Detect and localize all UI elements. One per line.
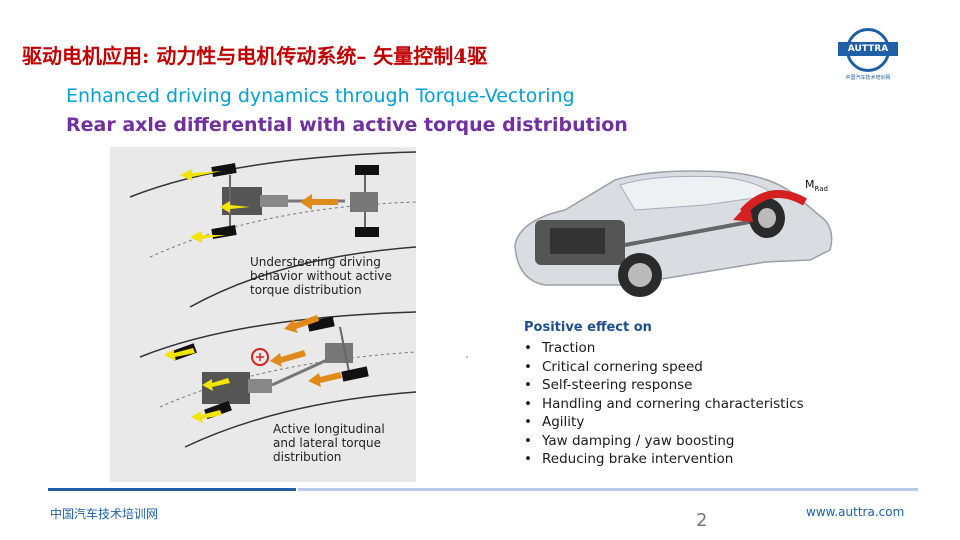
- subtitle-torque-vectoring: Enhanced driving dynamics through Torque…: [66, 85, 575, 107]
- list-item: •Critical cornering speed: [524, 358, 804, 377]
- footer-rule-dark: [48, 488, 296, 491]
- caption-line: Active longitudinal: [273, 422, 385, 436]
- orange-arrow: [300, 194, 338, 210]
- bullet-icon: •: [524, 339, 542, 358]
- list-item: •Traction: [524, 339, 804, 358]
- bullet-icon: •: [524, 395, 542, 414]
- logo-name: AUTTRA: [838, 42, 898, 56]
- caption-understeering: Understeering driving behavior without a…: [250, 255, 392, 297]
- footer-site-name: 中国汽车技术培训网: [50, 505, 158, 522]
- list-item: •Agility: [524, 413, 804, 432]
- caption-active-distribution: Active longitudinal and lateral torque d…: [273, 422, 385, 464]
- list-item-label: Self-steering response: [542, 377, 692, 393]
- effects-items: •Traction •Critical cornering speed •Sel…: [524, 339, 804, 469]
- footer-rule-light: [298, 488, 918, 491]
- caption-line: Understeering driving: [250, 255, 392, 269]
- auttra-logo: AUTTRA 中国汽车技术培训网: [836, 28, 900, 84]
- footer-url[interactable]: www.auttra.com: [806, 505, 904, 519]
- list-item-label: Handling and cornering characteristics: [542, 396, 804, 412]
- car-cutaway-illustration: MRad: [505, 150, 845, 300]
- list-item-label: Critical cornering speed: [542, 359, 703, 375]
- caption-line: distribution: [273, 450, 385, 464]
- list-item: •Handling and cornering characteristics: [524, 395, 804, 414]
- slide-title: 驱动电机应用: 动力性与电机传动系统– 矢量控制4驱: [22, 40, 487, 69]
- caption-line: and lateral torque: [273, 436, 385, 450]
- bullet-icon: •: [524, 450, 542, 469]
- caption-line: behavior without active: [250, 269, 392, 283]
- logo-tagline: 中国汽车技术培训网: [836, 74, 900, 81]
- list-item-label: Traction: [542, 340, 595, 356]
- list-item: •Yaw damping / yaw boosting: [524, 432, 804, 451]
- bullet-icon: •: [524, 358, 542, 377]
- divider-dot: [466, 356, 468, 358]
- moment-label: MRad: [805, 178, 828, 193]
- bullet-icon: •: [524, 432, 542, 451]
- positive-effects-list: Positive effect on •Traction •Critical c…: [524, 320, 804, 469]
- subtitle-rear-axle: Rear axle differential with active torqu…: [66, 114, 628, 136]
- list-item-label: Agility: [542, 414, 584, 430]
- bullet-icon: •: [524, 413, 542, 432]
- list-item: •Self-steering response: [524, 376, 804, 395]
- caption-line: torque distribution: [250, 283, 392, 297]
- list-item: •Reducing brake intervention: [524, 450, 804, 469]
- bullet-icon: •: [524, 376, 542, 395]
- torque-vectoring-diagram: Understeering driving behavior without a…: [110, 147, 416, 482]
- effects-heading: Positive effect on: [524, 320, 804, 335]
- list-item-label: Yaw damping / yaw boosting: [542, 433, 734, 449]
- list-item-label: Reducing brake intervention: [542, 451, 733, 467]
- page-number: 2: [696, 510, 707, 531]
